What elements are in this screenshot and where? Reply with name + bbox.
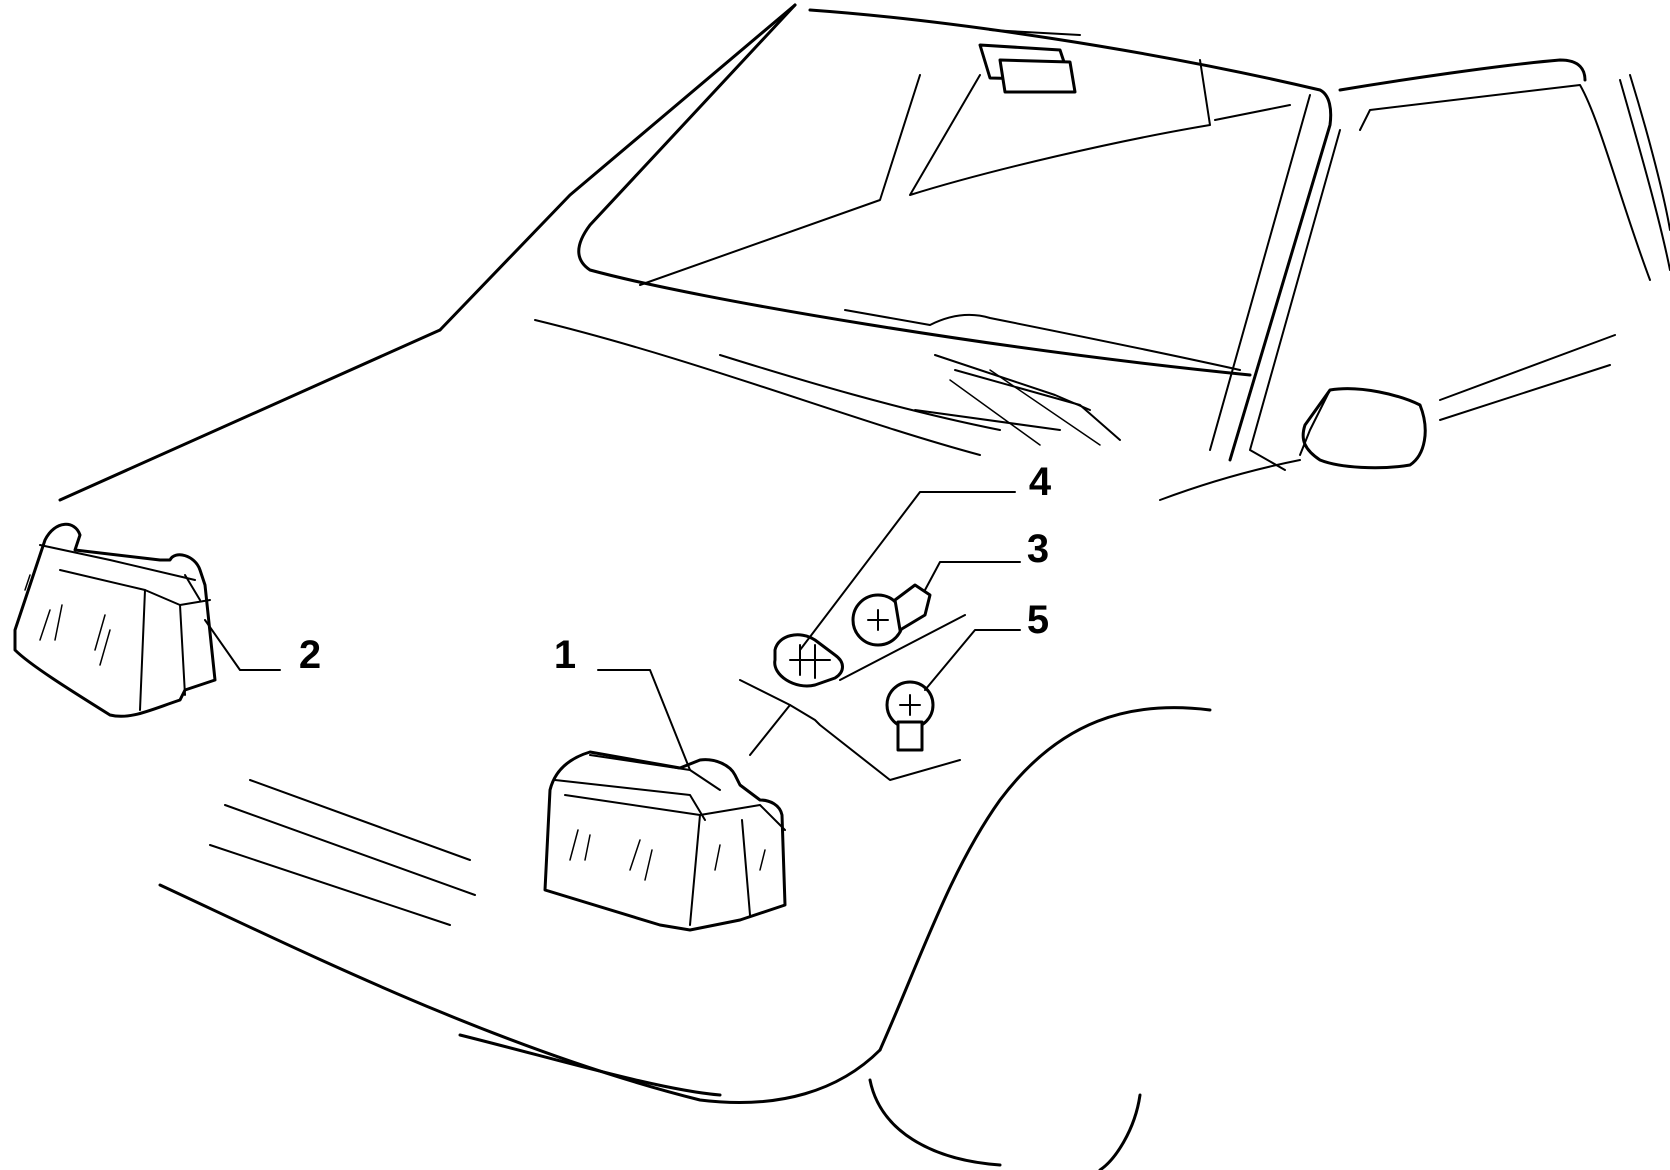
leader-2 (204, 619, 281, 671)
leader-4 (799, 491, 1016, 651)
bulb-4 (773, 633, 844, 688)
callout-3: 3 (1027, 527, 1049, 571)
callout-5: 5 (1027, 598, 1049, 642)
callout-4: 4 (1029, 460, 1052, 504)
bulb-group-bracket (739, 614, 966, 781)
callout-2: 2 (299, 633, 321, 677)
windscreen (577, 3, 1333, 462)
callout-labels: 1 2 3 4 5 (299, 460, 1052, 677)
side-door (1209, 58, 1670, 471)
leader-lines (204, 491, 1021, 771)
bulb-5 (885, 680, 935, 752)
bulb-3 (851, 583, 932, 647)
callout-1: 1 (554, 633, 576, 677)
leader-5 (924, 629, 1021, 691)
leader-1 (597, 669, 691, 771)
headlamp-assembly-left (13, 522, 217, 718)
car-body-outline (58, 3, 1301, 1170)
headlamp-assembly-right (543, 750, 787, 932)
leader-3 (924, 561, 1021, 591)
wiper (844, 309, 1241, 446)
